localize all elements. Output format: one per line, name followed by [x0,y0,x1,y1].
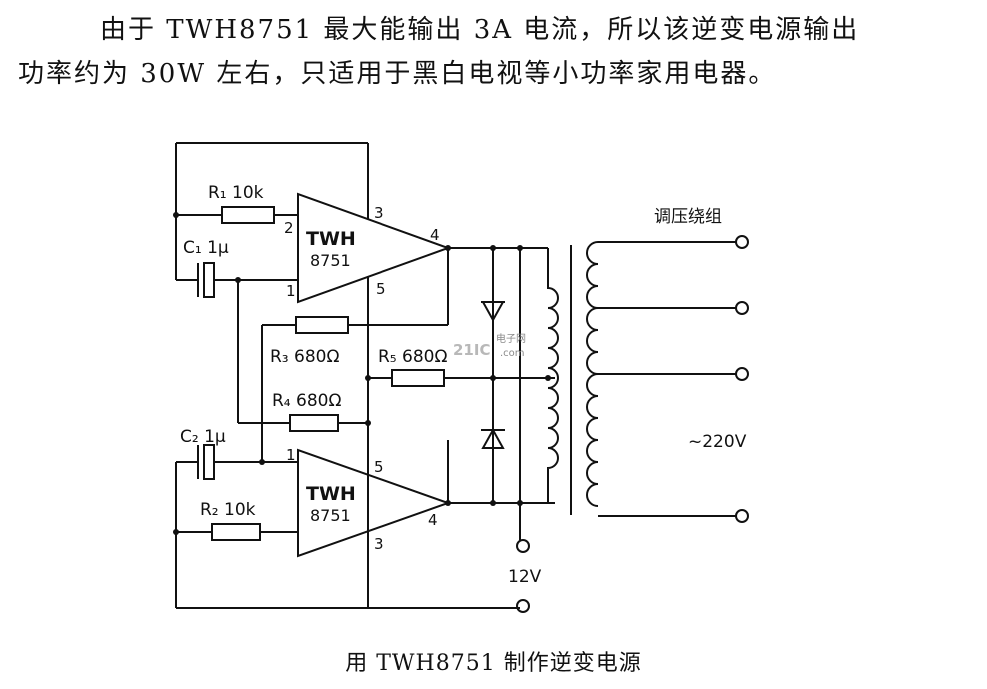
amplifier-upper [297,192,451,304]
resistor-r4 [289,414,339,432]
pin-1-lower: 1 [286,446,296,464]
label-r5: R₅ 680Ω [378,347,447,367]
watermark-logo: 21IC [453,341,490,359]
label-ac-out: ~220V [688,432,747,452]
paragraph-line-1: 由于 TWH8751 最大能输出 3A 电流，所以该逆变电源输出 [100,15,860,45]
label-c2: C₂ 1μ [180,427,226,447]
resistor-r3 [295,316,349,334]
capacitor-c2 [203,444,215,480]
label-r2: R₂ 10k [200,500,256,520]
chip-name-upper: TWH [306,228,356,250]
paragraph-line-2: 功率约为 30W 左右，只适用于黑白电视等小功率家用电器。 [18,59,777,89]
chip-name-lower: TWH [306,483,356,505]
pin-5-upper: 5 [376,280,386,298]
pin-4-upper: 4 [430,226,440,244]
diode-lower [481,427,505,449]
pin-3-lower: 3 [374,535,384,553]
capacitor-c1 [203,262,215,298]
label-c1: C₁ 1μ [183,238,229,258]
description-paragraph: 由于 TWH8751 最大能输出 3A 电流，所以该逆变电源输出 功率约为 30… [18,8,973,96]
terminal-tap-3 [735,367,749,381]
label-r4: R₄ 680Ω [272,391,341,411]
resistor-r5 [391,369,445,387]
label-dc-in: 12V [508,567,542,587]
pin-3-upper: 3 [374,204,384,222]
pin-4-lower: 4 [428,511,438,529]
figure-caption: 用 TWH8751 制作逆变电源 [345,651,642,676]
chip-number-upper: 8751 [310,251,351,270]
chip-number-lower: 8751 [310,506,351,525]
terminal-tap-2 [735,301,749,315]
watermark-cn: 电子网 [496,332,526,345]
label-r3: R₃ 680Ω [270,347,339,367]
resistor-r1 [221,206,275,224]
pin-1-upper: 1 [286,282,296,300]
pin-2-upper: 2 [284,219,294,237]
pin-5-lower: 5 [374,458,384,476]
amplifier-lower [297,448,452,558]
terminal-tap-4 [735,509,749,523]
terminal-12v [516,539,530,553]
label-winding: 调压绕组 [654,207,722,227]
terminal-tap-1 [735,235,749,249]
watermark-com: .com [500,348,525,359]
label-r1: R₁ 10k [208,183,264,203]
secondary-winding [586,241,599,507]
primary-winding [547,248,559,503]
resistor-r2 [211,523,261,541]
terminal-ground [516,599,530,613]
